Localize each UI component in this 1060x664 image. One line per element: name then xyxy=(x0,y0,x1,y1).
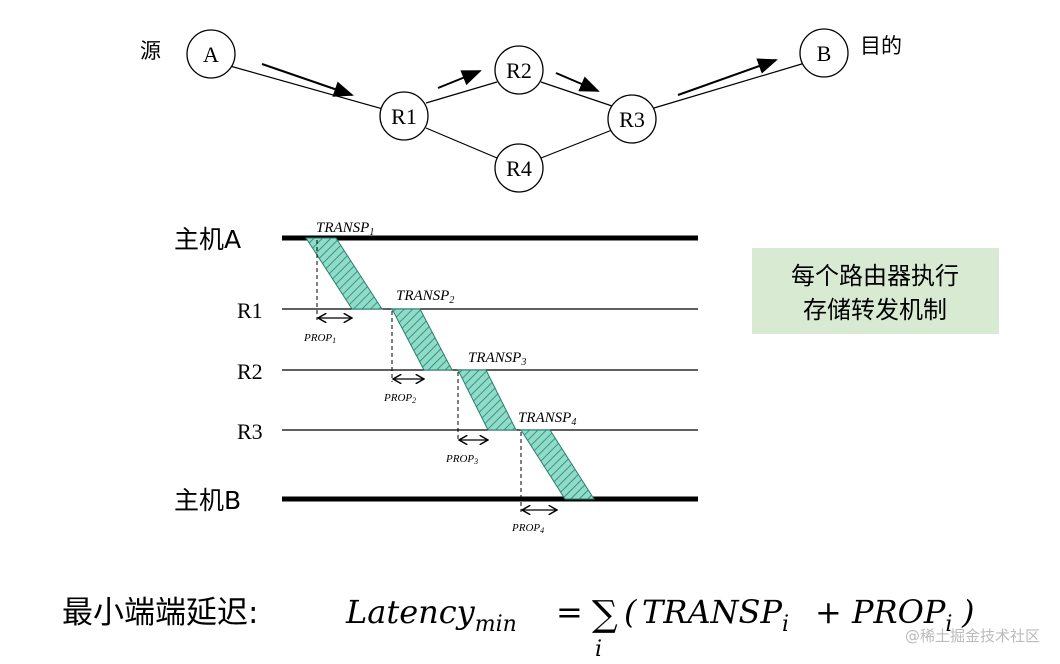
packet-hop-2 xyxy=(391,308,453,371)
node-b-label: B xyxy=(817,41,832,66)
packet-hop-4 xyxy=(520,429,595,500)
node-r1: R1 xyxy=(379,91,429,141)
lane-label-r1: R1 xyxy=(237,298,263,323)
source-label: 源 xyxy=(140,39,161,63)
prop-label-1: PROP1 xyxy=(303,332,336,345)
formula-sum-symbol: ∑ xyxy=(592,594,618,635)
packet-hop-3 xyxy=(457,369,517,431)
transp-label-4: TRANSP4 xyxy=(518,410,576,428)
prop-label-2: PROP2 xyxy=(383,392,416,405)
note-background xyxy=(752,248,999,334)
lane-label-r3: R3 xyxy=(237,419,263,444)
transp-label-2: TRANSP2 xyxy=(396,288,454,306)
node-r4: R4 xyxy=(494,143,544,193)
node-r3: R3 xyxy=(607,94,657,144)
link-r1-r2 xyxy=(425,81,498,104)
link-r2-r3 xyxy=(540,81,613,107)
formula-term-prop: PROPi xyxy=(851,593,952,637)
formula-sum-index: i xyxy=(595,637,602,662)
flow-arrow-a-r1 xyxy=(261,63,354,97)
node-r3-label: R3 xyxy=(619,107,645,132)
network-topology: A R1 R2 R4 R3 B 源 目的 xyxy=(140,28,902,193)
transp-label-3: TRANSP3 xyxy=(468,350,526,368)
node-b: B xyxy=(799,28,849,78)
note-line-2: 存储转发机制 xyxy=(803,296,947,324)
flow-arrow-r2-r3 xyxy=(555,72,600,92)
node-r2: R2 xyxy=(494,45,544,95)
transp-label-1: TRANSP1 xyxy=(316,220,374,238)
lane-label-r2: R2 xyxy=(237,359,263,384)
flow-arrow-r3-b xyxy=(677,58,778,96)
link-a-r1 xyxy=(229,65,384,110)
prop-label-4: PROP4 xyxy=(511,522,544,535)
store-and-forward-note: 每个路由器执行 存储转发机制 xyxy=(752,248,999,334)
link-r1-r4 xyxy=(425,127,498,159)
formula-term-transp: TRANSPi xyxy=(642,593,789,637)
node-a-label: A xyxy=(203,42,219,67)
formula-open-paren: ( xyxy=(624,593,638,631)
destination-label: 目的 xyxy=(860,34,902,58)
formula-equals: = xyxy=(556,593,583,631)
node-r4-label: R4 xyxy=(506,156,532,181)
latency-formula: 最小端端延迟: Latencymin = ∑ i ( TRANSPi + PRO… xyxy=(62,593,974,662)
packet-hop-1 xyxy=(305,237,383,310)
propagation-guides xyxy=(316,240,522,512)
formula-plus: + xyxy=(815,593,842,631)
node-a: A xyxy=(186,29,236,79)
note-line-1: 每个路由器执行 xyxy=(791,262,959,290)
link-r3-b xyxy=(653,62,806,109)
node-r1-label: R1 xyxy=(391,104,417,129)
lane-label-host-b: 主机B xyxy=(174,486,241,515)
formula-close-paren: ) xyxy=(961,593,974,631)
flow-arrow-r1-r2 xyxy=(437,70,482,89)
prop-label-3: PROP3 xyxy=(445,453,478,466)
node-r2-label: R2 xyxy=(506,58,532,83)
lane-label-host-a: 主机A xyxy=(174,225,241,254)
formula-lhs: Latencymin xyxy=(345,593,517,637)
link-r4-r3 xyxy=(540,129,613,159)
timeline: 主机A R1 R2 R3 主机B TRANSP1 TRANSP2 TRANSP3… xyxy=(174,220,698,535)
formula-prefix: 最小端端延迟: xyxy=(62,595,258,631)
watermark: @稀土掘金技术社区 xyxy=(905,627,1040,645)
